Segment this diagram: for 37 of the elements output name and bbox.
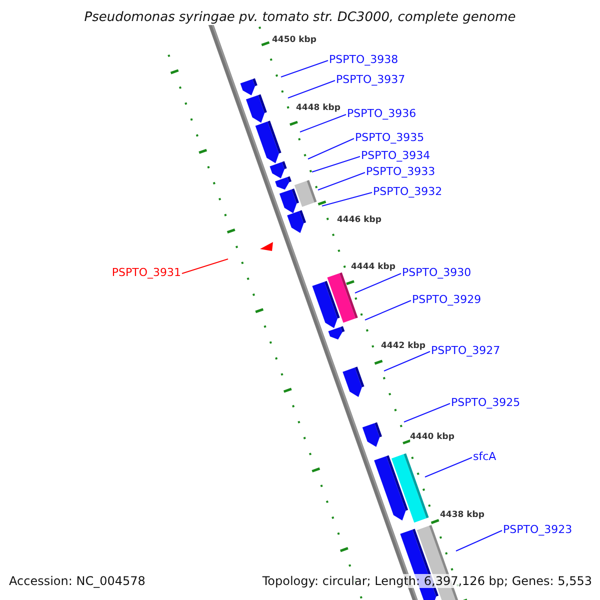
gene-label: PSPTO_3925 bbox=[451, 396, 520, 409]
scale-label: 4448 kbp bbox=[296, 103, 340, 113]
scale-label: 4450 kbp bbox=[272, 35, 316, 45]
leader-line bbox=[182, 258, 228, 274]
scale-label: 4440 kbp bbox=[410, 432, 454, 442]
gene-label: PSPTO_3923 bbox=[503, 523, 572, 536]
leader-line bbox=[364, 300, 412, 320]
genome-summary: Topology: circular; Length: 6,397,126 bp; Genes: 5,553 bbox=[262, 574, 592, 588]
gene-label: sfcA bbox=[473, 450, 496, 463]
gene-label: PSPTO_3938 bbox=[329, 53, 398, 66]
scale-label: 4444 kbp bbox=[351, 262, 396, 272]
gene-label: PSPTO_3937 bbox=[336, 73, 406, 86]
leader-line bbox=[288, 80, 336, 98]
leader-line bbox=[308, 138, 354, 160]
gene-label: PSPTO_3934 bbox=[361, 149, 430, 162]
leader-line bbox=[384, 351, 430, 372]
gene-label: PSPTO_3933 bbox=[366, 165, 436, 178]
accession-label: Accession: NC_004578 bbox=[9, 574, 146, 588]
scale-label: 4446 kbp bbox=[337, 215, 382, 225]
leader-line bbox=[404, 403, 450, 422]
leader-line bbox=[456, 530, 502, 552]
leader-line bbox=[312, 156, 360, 172]
leader-line bbox=[424, 457, 472, 478]
gene-label: PSPTO_3929 bbox=[412, 293, 482, 306]
gene-label: PSPTO_3932 bbox=[373, 185, 442, 198]
gene-label: PSPTO_3930 bbox=[402, 266, 472, 279]
leader-line bbox=[322, 192, 372, 206]
leader-line bbox=[354, 273, 402, 294]
leader-line bbox=[280, 60, 328, 78]
leader-line bbox=[300, 114, 346, 132]
leader-line bbox=[318, 172, 366, 190]
scale-label: 4442 kbp bbox=[381, 341, 426, 351]
gene-label: PSPTO_3927 bbox=[431, 344, 500, 357]
gene-label: PSPTO_3935 bbox=[355, 131, 424, 144]
gene-label: PSPTO_3936 bbox=[347, 107, 416, 120]
scale-label: 4438 kbp bbox=[440, 510, 484, 520]
gene-label: PSPTO_3931 bbox=[112, 266, 181, 279]
